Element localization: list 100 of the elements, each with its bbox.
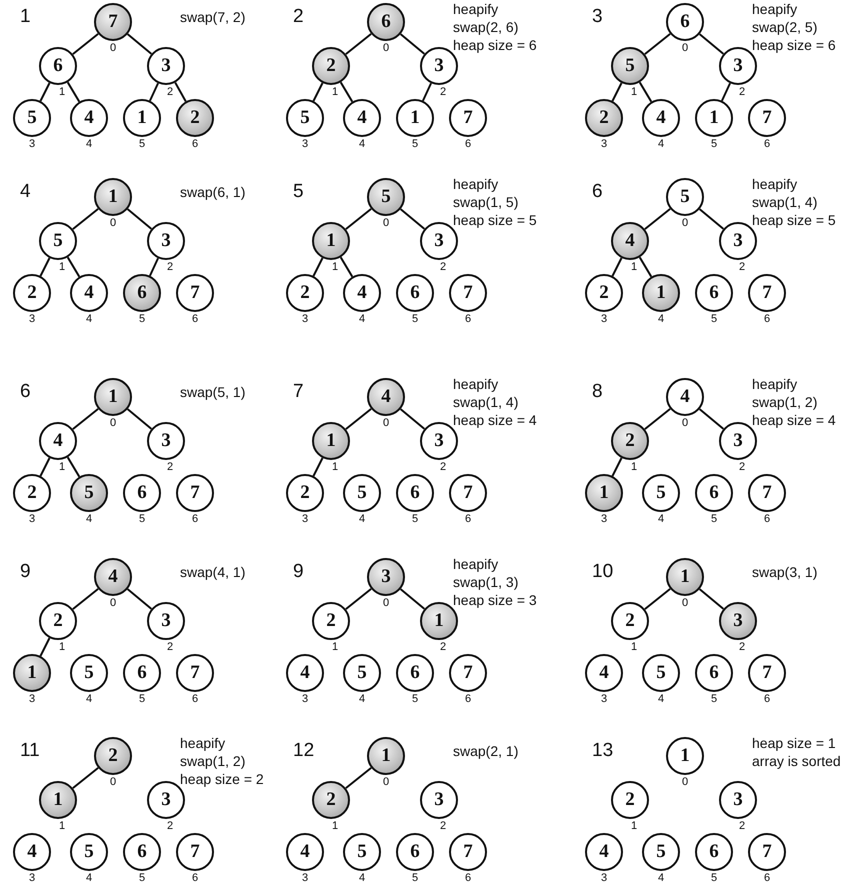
heap-node: 3: [420, 781, 458, 819]
heap-node: 6: [123, 654, 161, 692]
step-number: 1: [20, 6, 31, 28]
index-label: 0: [110, 217, 116, 229]
tree-edge: [721, 82, 731, 102]
index-label: 3: [28, 138, 36, 150]
heap-node: 4: [286, 654, 324, 692]
index-label: 1: [332, 820, 338, 832]
tree-edge: [312, 458, 324, 476]
tree-edge: [66, 256, 80, 278]
index-label: 5: [710, 872, 718, 884]
index-label: 6: [764, 313, 770, 325]
heap-node: 7: [748, 99, 786, 137]
heap-node: 3: [719, 47, 757, 85]
index-label: 6: [764, 513, 770, 525]
tree-edge: [644, 588, 671, 610]
heap-node: 3: [719, 422, 757, 460]
index-label: 4: [358, 313, 366, 325]
heap-node: 3: [147, 781, 185, 819]
index-label: 1: [332, 86, 338, 98]
tree-edge: [698, 208, 724, 230]
step-note: swap(1, 4): [752, 193, 818, 211]
index-label: 3: [302, 872, 308, 884]
heap-node: 4: [13, 833, 51, 871]
tree-edge: [612, 458, 622, 476]
heap-node: 5: [70, 833, 108, 871]
heap-node: 6: [39, 47, 77, 85]
heap-node: 4: [343, 274, 381, 312]
heap-node: 3: [719, 222, 757, 260]
index-label: 5: [710, 138, 718, 150]
tree-edge: [345, 588, 372, 610]
heap-node: 5: [70, 654, 108, 692]
heap-node: 5: [343, 654, 381, 692]
tree-edge: [400, 588, 426, 610]
heap-node: 5: [39, 222, 77, 260]
index-label: 1: [332, 461, 338, 473]
index-label: 1: [332, 641, 338, 653]
index-label: 6: [192, 313, 198, 325]
heap-node: 1: [367, 737, 405, 775]
step-number: 7: [293, 381, 304, 403]
index-label: 5: [710, 513, 718, 525]
heap-node: 2: [611, 422, 649, 460]
heap-node: 2: [13, 274, 51, 312]
heap-node: 1: [666, 558, 704, 596]
index-label: 3: [600, 313, 608, 325]
index-label: 4: [86, 693, 92, 705]
index-label: 4: [658, 872, 664, 884]
step-note: array is sorted: [752, 752, 841, 770]
heap-node: 4: [611, 222, 649, 260]
tree-edge: [400, 408, 426, 430]
step-number: 6: [20, 381, 31, 403]
heap-node: 1: [94, 178, 132, 216]
heap-node: 6: [123, 274, 161, 312]
heap-node: 1: [13, 654, 51, 692]
step-note: heap size = 1: [752, 734, 836, 752]
heap-node: 4: [666, 378, 704, 416]
step-number: 9: [20, 561, 31, 583]
heap-node: 6: [367, 3, 405, 41]
index-label: 0: [382, 417, 390, 429]
index-label: 4: [658, 693, 664, 705]
heap-node: 6: [396, 474, 434, 512]
tree-edge: [638, 256, 652, 278]
index-label: 0: [682, 42, 688, 54]
heap-node: 1: [312, 222, 350, 260]
tree-edge: [422, 82, 432, 102]
tree-edge: [644, 408, 671, 430]
tree-edge: [126, 408, 152, 430]
tree-edge: [40, 82, 50, 102]
index-label: 3: [600, 693, 608, 705]
index-label: 2: [738, 461, 746, 473]
step-note: heapify: [453, 375, 498, 393]
heap-node: 7: [449, 474, 487, 512]
index-label: 4: [358, 872, 366, 884]
tree-edge: [72, 588, 99, 610]
index-label: 6: [192, 693, 198, 705]
heap-node: 7: [176, 833, 214, 871]
step-note: swap(2, 1): [453, 742, 518, 760]
index-label: 6: [464, 872, 472, 884]
heap-node: 1: [39, 781, 77, 819]
heap-node: 2: [312, 47, 350, 85]
heap-node: 6: [396, 654, 434, 692]
index-label: 5: [138, 872, 146, 884]
tree-edge: [345, 208, 372, 230]
heap-node: 1: [94, 378, 132, 416]
heap-node: 3: [420, 47, 458, 85]
step-note: swap(6, 1): [180, 183, 246, 201]
index-label: 2: [166, 261, 174, 273]
tree-edge: [149, 82, 159, 102]
index-label: 2: [166, 641, 174, 653]
heap-node: 3: [420, 422, 458, 460]
tree-edge: [644, 208, 671, 230]
heap-node: 7: [748, 654, 786, 692]
heap-node: 2: [585, 274, 623, 312]
step-note: heapify: [453, 0, 498, 18]
heap-node: 5: [286, 99, 324, 137]
index-label: 6: [192, 872, 198, 884]
step-note: swap(2, 6): [453, 18, 518, 36]
step-number: 8: [592, 381, 603, 403]
heap-node: 7: [176, 654, 214, 692]
heap-node: 2: [286, 474, 324, 512]
